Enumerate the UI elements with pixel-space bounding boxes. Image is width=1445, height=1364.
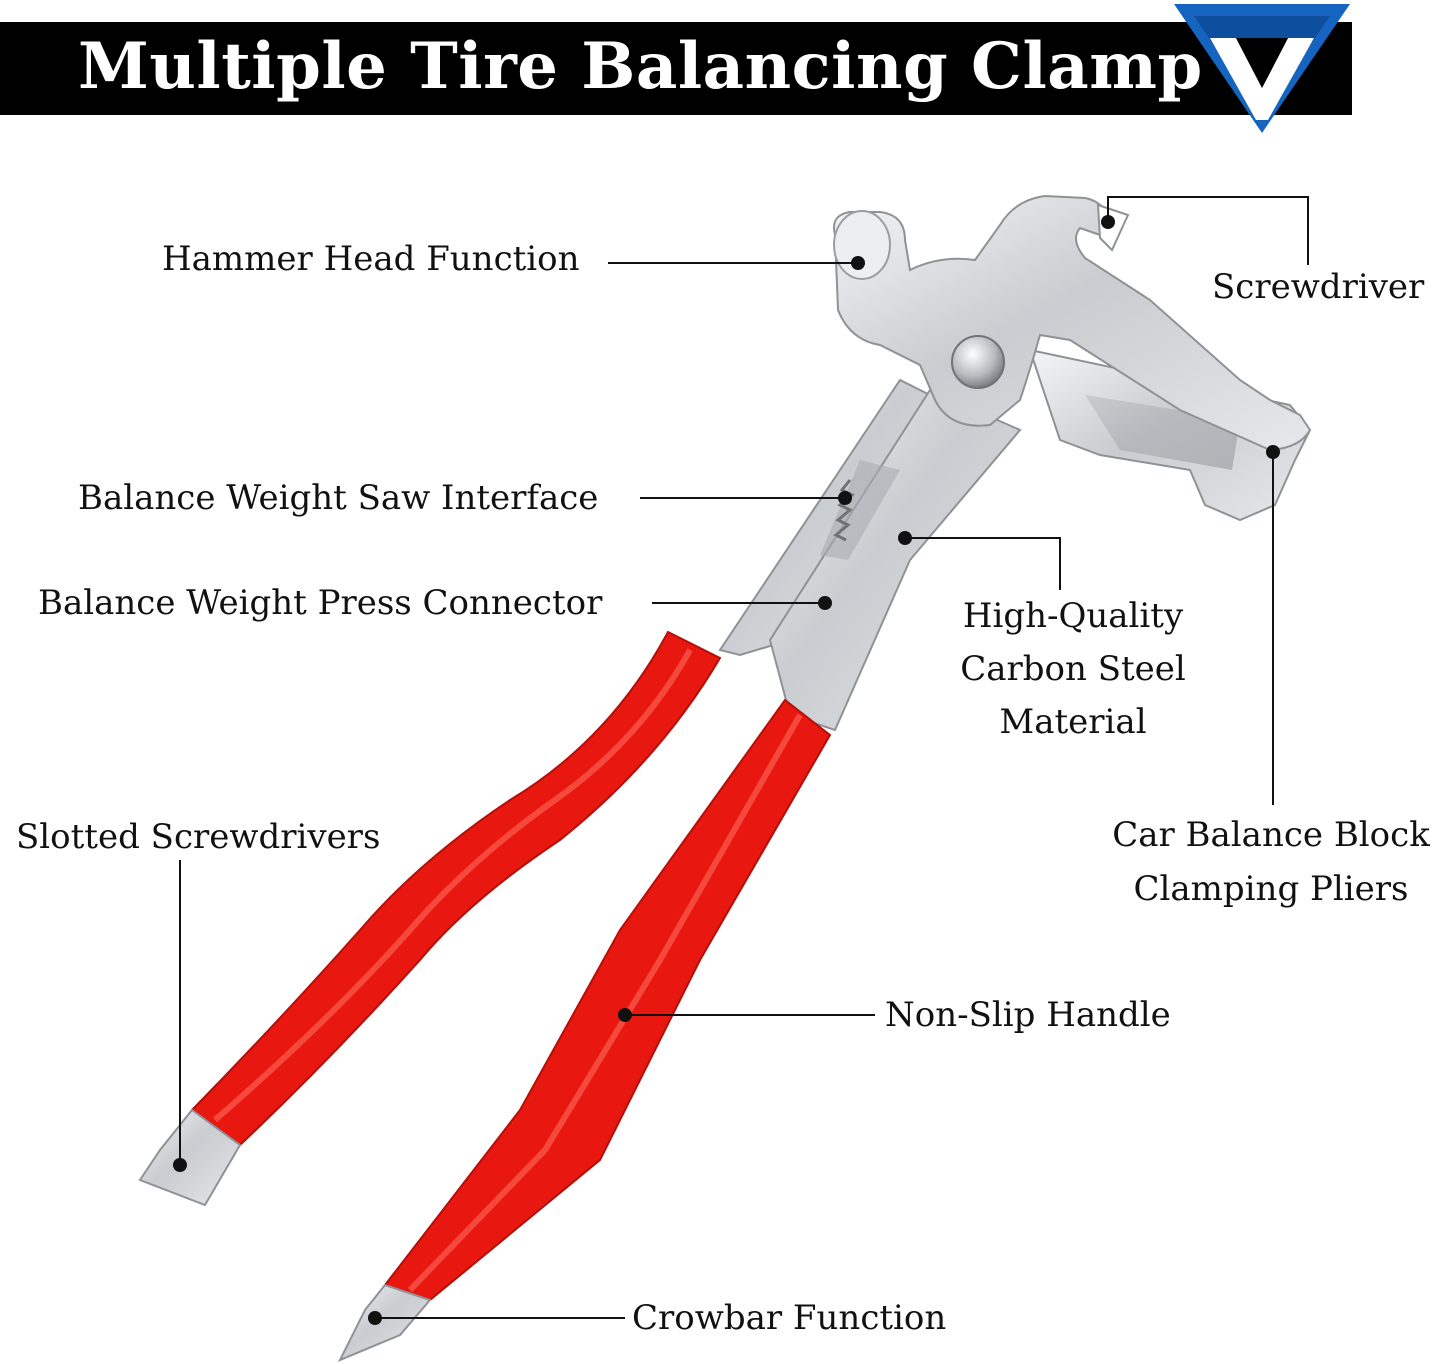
label-slotted-screwdrivers: Slotted Screwdrivers [16, 817, 381, 857]
label-crowbar-function: Crowbar Function [632, 1298, 947, 1338]
label-carbon-steel-line-1: High-Quality [962, 596, 1184, 636]
v-logo-icon [1174, 4, 1350, 133]
leader-lines [179, 196, 1309, 1319]
title-bar [0, 22, 1352, 115]
left-red-handle [138, 630, 722, 1207]
page-title: Multiple Tire Balancing Clamp [78, 29, 1203, 104]
label-car-balance-block-clamping-pliers: Car Balance Block Clamping Pliers [1098, 808, 1444, 916]
label-carbon-steel-line-3: Material [999, 702, 1147, 742]
label-balance-weight-saw-interface: Balance Weight Saw Interface [78, 478, 599, 518]
label-balance-weight-press-connector: Balance Weight Press Connector [38, 583, 603, 623]
label-screwdriver: Screwdriver [1212, 267, 1425, 307]
leader-dots [173, 215, 1280, 1325]
label-clamping-pliers-line-1: Car Balance Block [1112, 815, 1430, 855]
label-carbon-steel-line-2: Carbon Steel [960, 649, 1186, 689]
hammer-head [833, 194, 1312, 452]
label-hammer-head-function: Hammer Head Function [162, 239, 580, 279]
label-clamping-pliers-line-2: Clamping Pliers [1133, 869, 1409, 909]
right-red-handle [337, 698, 832, 1362]
label-carbon-steel-material: High-Quality Carbon Steel Material [938, 590, 1208, 749]
label-non-slip-handle: Non-Slip Handle [885, 995, 1171, 1035]
